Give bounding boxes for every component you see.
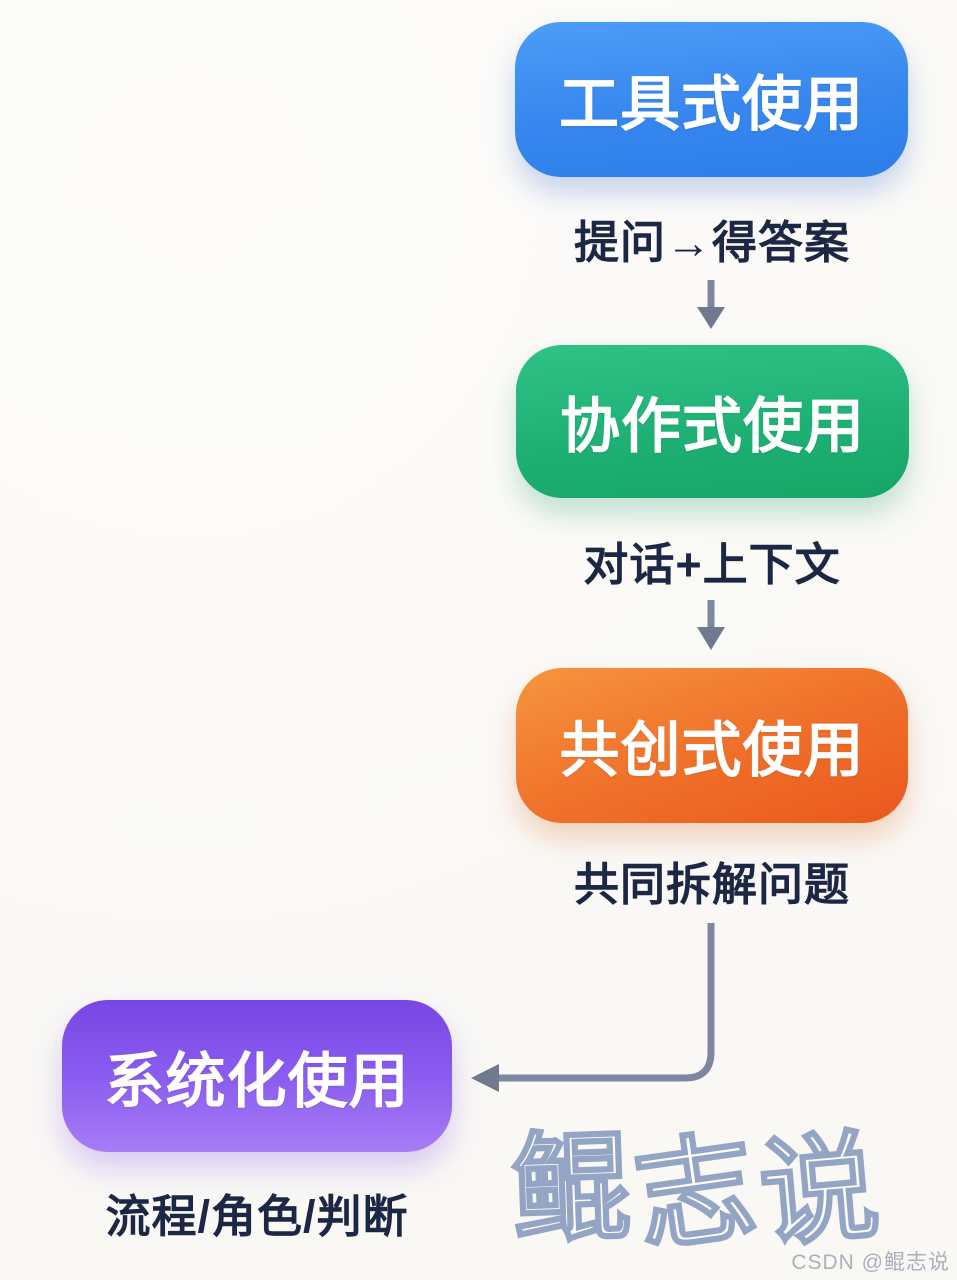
step-caption-tool: 提问→得答案 xyxy=(573,217,850,268)
step-caption-cocreate: 共同拆解问题 xyxy=(573,859,850,910)
step-node-system-label: 系统化使用 xyxy=(104,1047,410,1115)
step-node-system: 系统化使用 xyxy=(62,1000,452,1152)
step-node-cocreate: 共创式使用 xyxy=(516,668,908,823)
step-node-tool: 工具式使用 xyxy=(515,22,908,177)
step-node-collab-label: 协作式使用 xyxy=(560,393,865,460)
step-caption-system: 流程/角色/判断 xyxy=(105,1191,409,1242)
logo-watermark: 鲲志说 xyxy=(508,1118,890,1268)
step-node-cocreate-label: 共创式使用 xyxy=(559,717,865,784)
step-node-tool-label: 工具式使用 xyxy=(559,71,864,138)
arrow-down-2 xyxy=(697,600,725,650)
elbow-connector-arrow xyxy=(471,923,715,1092)
step-node-collab: 协作式使用 xyxy=(516,345,909,498)
step-caption-collab: 对话+上下文 xyxy=(583,539,841,590)
credit-watermark: CSDN @鲲志说 xyxy=(791,1251,950,1274)
arrow-down-1 xyxy=(697,280,725,329)
